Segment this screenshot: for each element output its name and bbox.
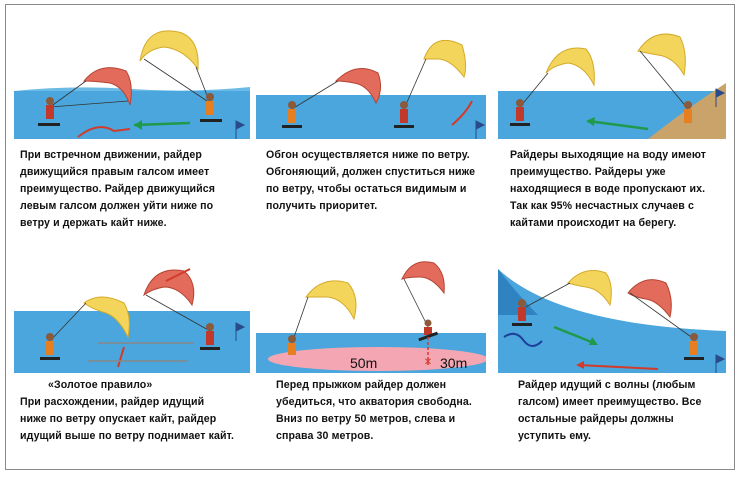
wind-flag-icon <box>715 88 726 107</box>
arrow-icon <box>553 325 595 345</box>
panel-2-caption: Обгон осуществляется ниже по ветру. Обго… <box>266 149 476 212</box>
kite-icon <box>49 67 132 108</box>
rider-icon <box>512 299 532 326</box>
wind-flag-icon <box>475 120 486 139</box>
panel-3-caption: Райдеры выходящие на воду имеют преимуще… <box>510 149 707 229</box>
panel-5-caption: Перед прыжком райдер должен убедиться, ч… <box>276 379 472 442</box>
kite-icon <box>637 33 689 110</box>
distance-label-30m: 30m <box>440 355 467 371</box>
kite-icon <box>403 39 467 110</box>
kite-icon <box>49 296 130 342</box>
kite-icon <box>521 270 612 310</box>
arrow-icon <box>133 121 191 127</box>
rider-icon <box>200 93 222 122</box>
wind-flag-icon <box>715 354 726 373</box>
kite-icon <box>143 269 211 332</box>
rider-icon <box>684 333 704 360</box>
kite-icon <box>401 261 445 328</box>
water <box>498 269 726 373</box>
kite-icon <box>291 68 382 110</box>
rider-icon <box>684 101 692 123</box>
kite-icon <box>627 279 695 340</box>
rider-icon <box>418 319 439 342</box>
rider-icon <box>510 99 530 126</box>
wind-flag-icon <box>235 322 246 341</box>
arrow-icon <box>577 364 659 370</box>
arrow-icon <box>117 346 125 368</box>
panel-2-illustration <box>256 39 486 139</box>
rider-icon <box>288 335 296 355</box>
panel-4-caption: «Золотое правило» При расхождении, райде… <box>20 379 235 442</box>
arrow-icon <box>165 268 191 282</box>
panel-6-illustration <box>498 269 726 373</box>
kite-icon <box>519 47 595 108</box>
rider-icon <box>394 101 414 128</box>
panel-4-illustration <box>14 268 250 373</box>
infographic-frame: При встречном движении, райдер движущийс… <box>5 4 735 470</box>
wind-flag-icon <box>235 120 246 139</box>
rider-icon <box>200 323 220 350</box>
arrow-icon <box>503 332 543 347</box>
rider-icon <box>282 101 302 128</box>
rider-icon <box>40 333 60 360</box>
panel-1-illustration <box>14 30 250 139</box>
panel-1-caption: При встречном движении, райдер движущийс… <box>20 149 216 229</box>
kite-icon <box>291 280 357 344</box>
jump-zone <box>268 347 486 371</box>
arrow-icon <box>587 119 649 131</box>
distance-label-50m: 50m <box>350 355 377 371</box>
svg-text:✕: ✕ <box>424 357 432 368</box>
rider-icon <box>38 97 60 126</box>
panel-6-caption: Райдер идущий с волны (любым галсом) име… <box>518 379 702 442</box>
arrow-icon <box>451 100 473 126</box>
arrow-icon <box>77 126 131 138</box>
panel-5-illustration: ✕ 50m 30m <box>256 261 486 373</box>
panel-3-illustration <box>498 33 726 139</box>
